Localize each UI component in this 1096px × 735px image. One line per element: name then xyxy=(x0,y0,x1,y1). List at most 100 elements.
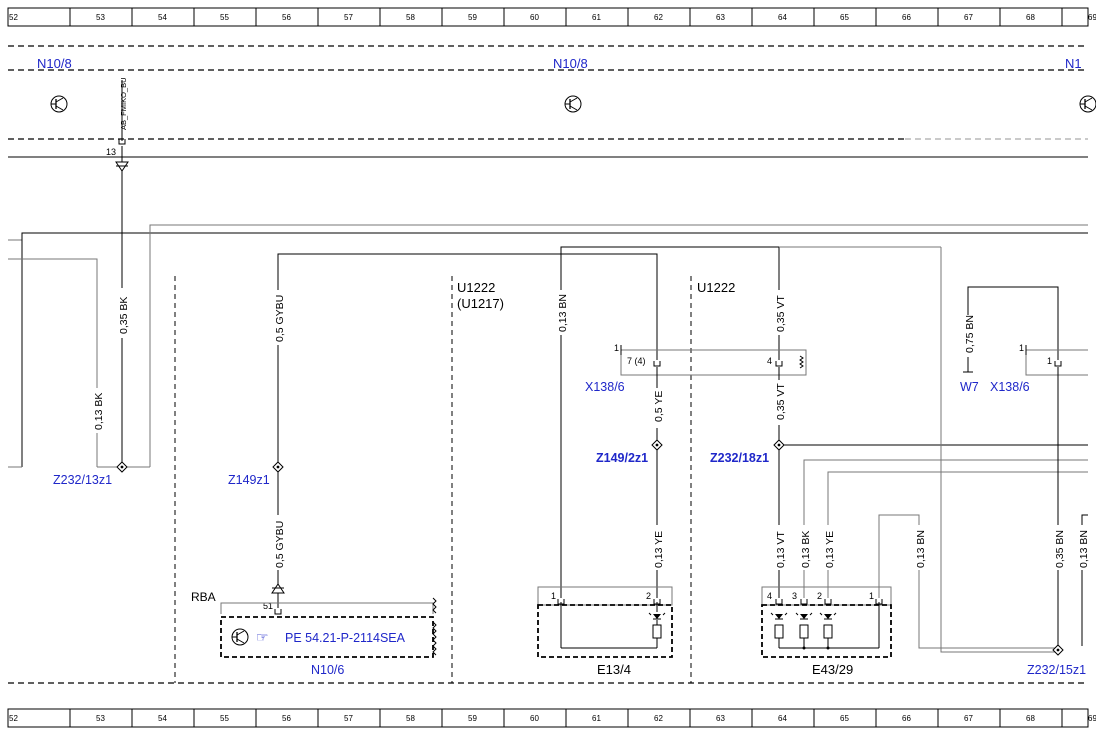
hand-pointer-icon: ☞ xyxy=(256,629,269,645)
label-e13-4: E13/4 xyxy=(597,662,631,677)
wire-label: 0,13 BK xyxy=(93,393,105,430)
wire-label: 0,35 BK xyxy=(118,297,130,334)
node-z232-13z1: Z232/13z1 xyxy=(53,473,112,487)
ruler-column-62: 62 xyxy=(654,714,663,723)
ruler-column-65: 65 xyxy=(840,13,849,22)
pin-1: 1 xyxy=(1019,343,1024,353)
ruler-column-67: 67 xyxy=(964,714,973,723)
component-e13-4 xyxy=(537,586,673,658)
ruler-column-55: 55 xyxy=(220,714,229,723)
ruler-column-60: 60 xyxy=(530,714,539,723)
ruler-column-63: 63 xyxy=(716,714,725,723)
ruler-column-66: 66 xyxy=(902,714,911,723)
pin-51: 51 xyxy=(263,601,273,611)
label-w7: W7 xyxy=(960,380,979,394)
wires-upper xyxy=(8,224,1088,468)
wire-right-long xyxy=(940,247,1058,653)
node-z232-15z1: Z232/15z1 xyxy=(1027,663,1086,677)
connector-x138-6 xyxy=(620,349,807,376)
wire-label: 0,5 GYBU xyxy=(274,295,286,342)
ruler-column-64: 64 xyxy=(778,13,787,22)
label-x138-6: X138/6 xyxy=(585,380,625,394)
ruler-column-66: 66 xyxy=(902,13,911,22)
wire-label: 0,13 BN xyxy=(915,530,927,568)
ruler-column-54: 54 xyxy=(158,13,167,22)
ruler-column-61: 61 xyxy=(592,13,601,22)
pin-2: 2 xyxy=(646,591,651,601)
ruler-column-56: 56 xyxy=(282,714,291,723)
ruler-column-58: 58 xyxy=(406,714,415,723)
node-z149-2z1: Z149/2z1 xyxy=(596,451,648,465)
ruler-column-62: 62 xyxy=(654,13,663,22)
ruler-column-55: 55 xyxy=(220,13,229,22)
wire-gybu xyxy=(277,253,658,587)
node-diamond xyxy=(651,439,663,451)
ruler-column-65: 65 xyxy=(840,714,849,723)
node-z149z1: Z149z1 xyxy=(228,473,270,487)
ruler-column-57: 57 xyxy=(344,13,353,22)
node-diamond xyxy=(773,439,785,451)
label-n10-8-left: N10/8 xyxy=(37,56,72,71)
rba-bracket xyxy=(220,602,434,614)
pin-3: 3 xyxy=(792,591,797,601)
ruler-column-67: 67 xyxy=(964,13,973,22)
wire-bn-e43 xyxy=(878,514,1058,649)
ruler-column-63: 63 xyxy=(716,13,725,22)
wire-label: 0,35 BN xyxy=(1054,530,1066,568)
wire-bn-e13 xyxy=(560,246,780,598)
ruler-column-59: 59 xyxy=(468,13,477,22)
transistor-icon xyxy=(564,95,582,113)
pin-1: 1 xyxy=(614,343,619,353)
ruler-column-60: 60 xyxy=(530,13,539,22)
wire-label: 0,13 BN xyxy=(557,294,569,332)
label-n10-6: N10/6 xyxy=(311,663,344,677)
ruler-column-59: 59 xyxy=(468,714,477,723)
module-n10-6-box xyxy=(220,616,434,658)
node-diamond xyxy=(116,461,128,473)
pin-1: 1 xyxy=(551,591,556,601)
wire-label: 0,35 VT xyxy=(775,383,787,420)
wire-label-fmiko: AB_FMIKO_BU xyxy=(119,77,128,130)
ruler-column-68: 68 xyxy=(1026,714,1035,723)
pin-1: 1 xyxy=(1047,356,1052,366)
link-pe-54-21[interactable]: PE 54.21-P-2114SEA xyxy=(285,631,406,645)
ruler-column-52: 52 xyxy=(9,13,18,22)
ruler-column-68: 68 xyxy=(1026,13,1035,22)
pin-4: 4 xyxy=(767,356,772,366)
wire-label: 0,35 VT xyxy=(775,295,787,332)
node-diamond xyxy=(1052,644,1064,656)
ruler-column-56: 56 xyxy=(282,13,291,22)
pin-4: 4 xyxy=(767,591,772,601)
resistor-zigzag xyxy=(432,597,437,614)
label-n10-8-right: N1 xyxy=(1065,56,1082,71)
ruler-column-53: 53 xyxy=(96,714,105,723)
ruler-column-69: 69 xyxy=(1088,13,1096,22)
wire-label: 0,13 BN xyxy=(1078,530,1090,568)
transistor-icon xyxy=(1079,95,1096,113)
label-u1222: U1222 xyxy=(457,280,495,295)
label-rba: RBA xyxy=(191,590,216,604)
node-z232-18z1: Z232/18z1 xyxy=(710,451,769,465)
wire-label: 0,5 GYBU xyxy=(274,521,286,568)
pin-2: 2 xyxy=(817,591,822,601)
label-n10-8-mid: N10/8 xyxy=(553,56,588,71)
wire-label: 0,13 YE xyxy=(824,531,836,568)
transistor-icon xyxy=(50,95,68,113)
label-x138-6-right: X138/6 xyxy=(990,380,1030,394)
pin-7-4: 7 (4) xyxy=(627,356,646,366)
component-e43-29 xyxy=(761,586,892,658)
transistor-icon xyxy=(231,628,249,646)
wire-label: 0,75 BN xyxy=(964,315,976,353)
ruler-column-69: 69 xyxy=(1088,714,1096,723)
ruler-column-52: 52 xyxy=(9,714,18,723)
pin-1: 1 xyxy=(869,591,874,601)
wire-0-35-bk xyxy=(115,80,129,462)
label-u1217: (U1217) xyxy=(457,296,504,311)
wire-label: 0,13 VT xyxy=(775,531,787,568)
pin-13: 13 xyxy=(106,147,116,157)
wire-label: 0,13 BK xyxy=(800,531,812,568)
wire-label: 0,13 YE xyxy=(653,531,665,568)
